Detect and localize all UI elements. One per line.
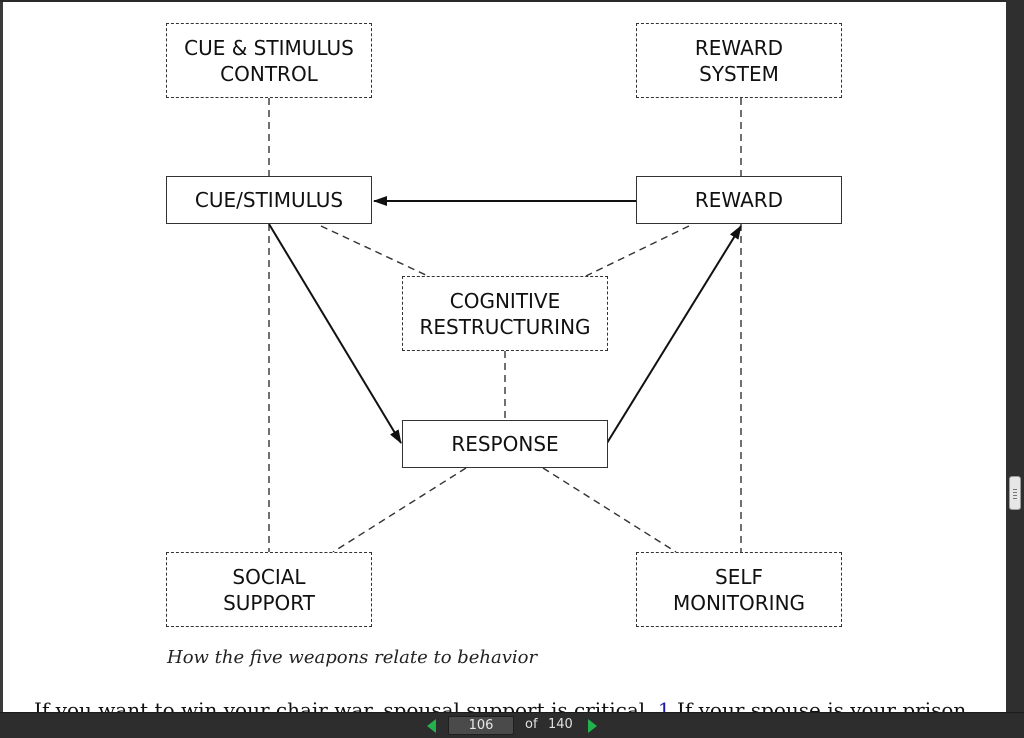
scrollbar-thumb[interactable] [1009,476,1021,510]
social-support-box: SOCIAL SUPPORT [166,552,372,627]
connector-response-self [542,467,677,553]
total-pages: 140 [548,717,573,732]
footnote-link[interactable]: 1 [657,698,671,712]
response-label: RESPONSE [451,432,559,456]
previous-page-icon[interactable] [425,718,439,734]
grip-line [1013,492,1017,493]
arrow-cue-to-response [268,223,402,444]
body-paragraph: If you want to win your chair war, spous… [34,698,1006,712]
figure-caption: How the five weapons relate to behavior [167,647,538,668]
self-monitoring-line1: SELF [715,564,763,589]
cue-stimulus-control-line2: CONTROL [220,61,318,86]
connector-response-social [332,467,467,553]
reward-box: REWARD [636,176,842,224]
reward-system-line1: REWARD [694,35,784,60]
self-monitoring-line2: MONITORING [672,590,806,615]
cue-stimulus-label: CUE/STIMULUS [194,188,344,212]
page-number-input[interactable]: 106 [448,716,514,735]
top-edge [0,0,1024,2]
cue-stimulus-control-box: CUE & STIMULUS CONTROL [166,23,372,98]
cognitive-restructuring-box: COGNITIVE RESTRUCTURING [402,276,608,351]
grip-line [1013,498,1017,499]
page-navigation-bar: 106 of 140 [0,712,1024,738]
grip-line [1013,495,1017,496]
cue-stimulus-box: CUE/STIMULUS [166,176,372,224]
body-text-start: If you want to win your chair war, spous… [34,698,652,712]
cue-stimulus-control-line1: CUE & STIMULUS [184,35,354,60]
social-support-line2: SUPPORT [223,590,315,615]
reward-system-line2: SYSTEM [699,61,779,86]
self-monitoring-box: SELF MONITORING [636,552,842,627]
arrow-response-to-reward [606,225,742,444]
cognitive-restructuring-line2: RESTRUCTURING [419,314,591,339]
next-page-icon[interactable] [585,718,599,734]
behavior-diagram [268,98,742,553]
cognitive-restructuring-line1: COGNITIVE [449,288,561,313]
social-support-line1: SOCIAL [232,564,306,589]
connector-reward-cognitive [585,225,690,277]
connector-cue-cognitive [320,225,429,277]
response-box: RESPONSE [402,420,608,468]
reward-label: REWARD [694,188,784,212]
body-text-end: If your spouse is your prison [670,698,967,712]
of-label: of [525,717,538,732]
document-page: CUE & STIMULUS CONTROL REWARD SYSTEM CUE… [3,2,1006,712]
vertical-scrollbar[interactable] [1006,0,1024,712]
grip-line [1013,489,1017,490]
reward-system-box: REWARD SYSTEM [636,23,842,98]
